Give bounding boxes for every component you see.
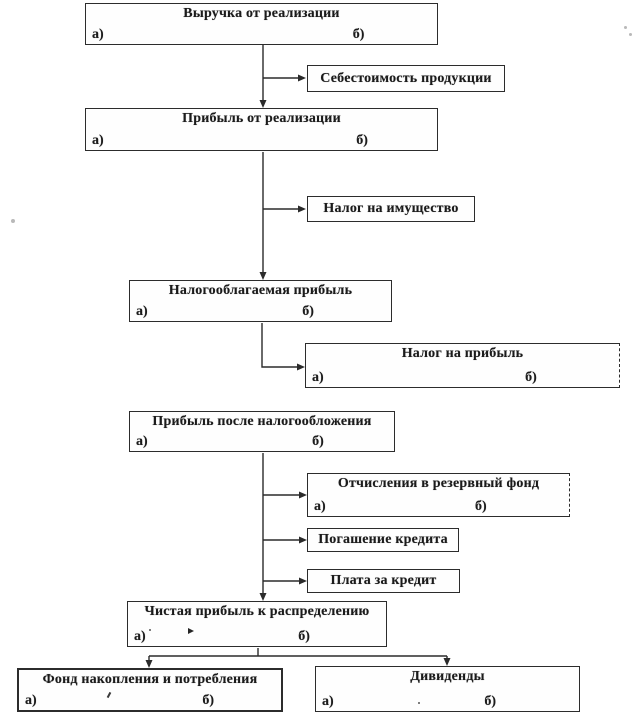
marker-b: б) (352, 27, 365, 42)
marker-b: б) (298, 629, 310, 644)
scan-speck (149, 629, 151, 631)
box-taxable-profit: Налогооблагаемая прибыль а) б) (129, 280, 392, 322)
marker-a: а) (136, 304, 148, 319)
box-revenue: Выручка от реализации а) б) (85, 3, 438, 45)
marker-b: б) (525, 370, 537, 385)
box-title: Себестоимость продукции (320, 70, 492, 86)
marker-a: а) (322, 694, 334, 709)
marker-a: а) (136, 434, 148, 449)
scan-speck (188, 628, 194, 634)
box-title: Налог на имущество (323, 201, 459, 216)
marker-b: б) (202, 693, 215, 708)
box-net-profit: Чистая прибыль к распределению а) б) (127, 601, 387, 647)
box-title: Налог на прибыль (401, 346, 524, 361)
box-title: Плата за кредит (330, 573, 437, 588)
marker-a: а) (314, 499, 326, 514)
marker-a: а) (92, 27, 104, 42)
box-title: Погашение кредита (318, 532, 448, 547)
box-loan-repayment: Погашение кредита (307, 528, 459, 552)
arrow-net-to-bottom (148, 648, 448, 661)
box-cost: Себестоимость продукции (307, 65, 505, 92)
marker-a: а) (92, 133, 104, 148)
scan-speck (418, 702, 420, 704)
box-property-tax: Налог на имущество (307, 196, 475, 222)
marker-a: а) (25, 693, 37, 708)
marker-b: б) (302, 304, 314, 319)
box-reserve-fund: Отчисления в резервный фонд а) б) (307, 473, 570, 517)
marker-b: б) (356, 133, 368, 148)
box-title: Прибыль от реализации (182, 111, 341, 126)
scan-speck (11, 219, 15, 223)
box-title: Прибыль после налогообложения (152, 414, 372, 429)
box-title: Чистая прибыль к распределению (144, 604, 370, 619)
box-title: Фонд накопления и потребления (42, 672, 258, 687)
box-title: Налогооблагаемая прибыль (168, 283, 353, 298)
marker-a: а) (312, 370, 324, 385)
marker-b: б) (312, 434, 324, 449)
box-title: Дивиденды (410, 669, 485, 684)
box-title: Выручка от реализации (183, 6, 340, 21)
marker-b: б) (475, 499, 487, 514)
box-accumulation-fund: Фонд накопления и потребления а) б) (17, 668, 283, 712)
arrowheads (145, 74, 451, 668)
box-title: Отчисления в резервный фонд (337, 476, 540, 491)
box-profit-tax: Налог на прибыль а) б) (305, 343, 620, 388)
marker-b: б) (484, 694, 496, 709)
scan-speck (629, 33, 632, 36)
box-loan-interest: Плата за кредит (307, 569, 460, 593)
box-profit-after-tax: Прибыль после налогообложения а) б) (129, 411, 395, 452)
scan-speck (624, 26, 627, 29)
marker-a: а) (134, 629, 146, 644)
box-dividends: Дивиденды а) б) (315, 666, 580, 712)
arrow-branch-profit-tax (261, 323, 298, 368)
box-profit-sales: Прибыль от реализации а) б) (85, 108, 438, 151)
